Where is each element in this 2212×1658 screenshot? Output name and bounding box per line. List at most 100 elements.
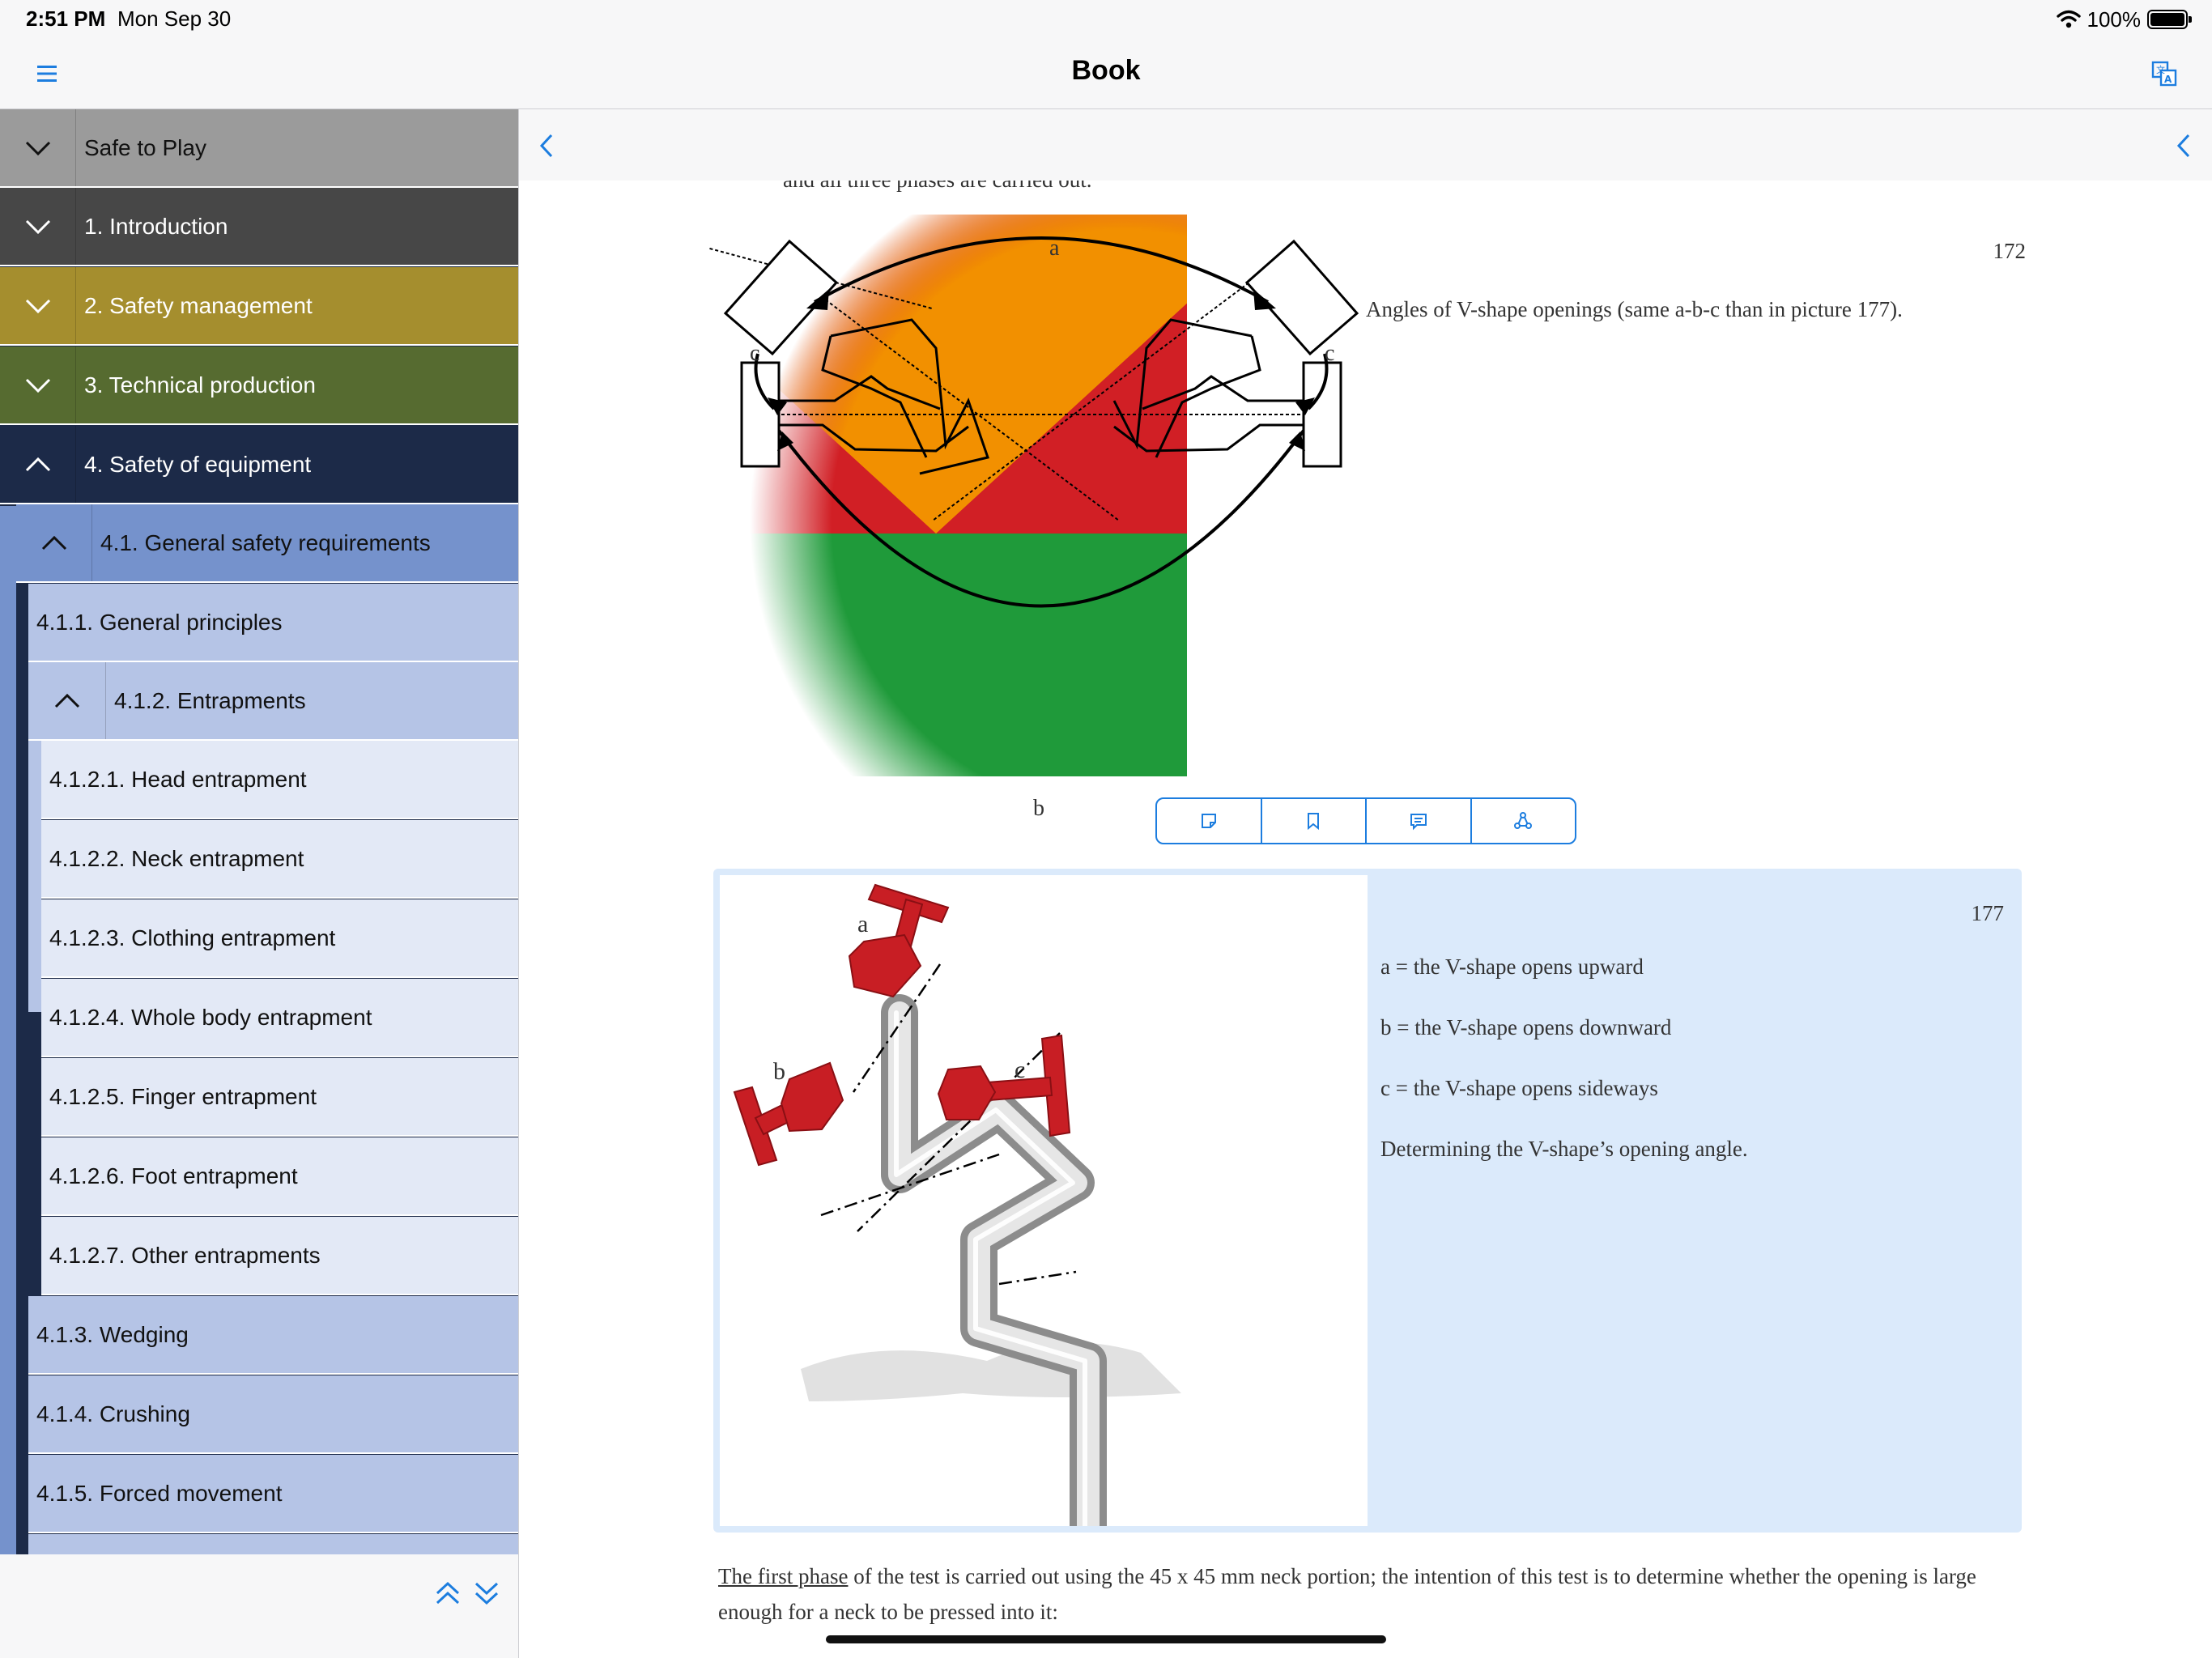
note-icon [1201, 814, 1216, 828]
body-paragraph: The first phase of the test is carried o… [718, 1558, 2046, 1630]
legend-line: Determining the V-shape’s opening angle. [1380, 1137, 1748, 1161]
share-icon [1514, 812, 1533, 829]
toc-item-label: 4.1. General safety requirements [100, 529, 431, 555]
figure-label-b: b [773, 1058, 785, 1085]
figure-label-c: c [1015, 1056, 1025, 1083]
status-bar: 2:51 PM Mon Sep 30 100% [0, 0, 2212, 39]
comment-icon [1410, 814, 1427, 831]
toc-item-whole-body-entrapment[interactable]: 4.1.2.4. Whole body entrapment [41, 979, 518, 1057]
figure-number: 172 [1993, 239, 2027, 263]
toc-indent-bar [16, 664, 28, 1554]
toc-item-forced-movement[interactable]: 4.1.5. Forced movement [28, 1455, 518, 1533]
toc-item-wedging[interactable]: 4.1.3. Wedging [28, 1296, 518, 1375]
toc-item-label: 4.1.2.2. Neck entrapment [49, 845, 304, 871]
toc-item-label: 4.1.2.1. Head entrapment [49, 766, 307, 792]
figure-label-a: a [1049, 236, 1060, 261]
legend-line: c = the V-shape opens sideways [1380, 1076, 1658, 1100]
figure-label-a: a [857, 911, 868, 937]
toc-item-foot-entrapment[interactable]: 4.1.2.6. Foot entrapment [41, 1137, 518, 1216]
toc-item-general-principles[interactable]: 4.1.1. General principles [28, 584, 518, 662]
battery-percent: 100% [2087, 6, 2142, 32]
svg-text:A: A [2164, 74, 2172, 85]
figure-label-b: b [1033, 796, 1044, 821]
toc-item-entrapments[interactable]: 4.1.2. Entrapments [28, 662, 518, 741]
status-time: 2:51 PM [26, 6, 106, 31]
toc-indent-bar [28, 664, 41, 1012]
toc-item-introduction[interactable]: 1. Introduction [0, 188, 518, 266]
toc-indent-bar [0, 506, 16, 1554]
bookmark-icon [1308, 813, 1320, 831]
toc-item-label: 4.1.2. Entrapments [114, 687, 306, 713]
translate-icon[interactable]: 文 A [2150, 60, 2178, 87]
note-button[interactable] [1157, 799, 1262, 843]
toc-item-head-entrapment[interactable]: 4.1.2.1. Head entrapment [41, 741, 518, 819]
chevron-left-icon[interactable] [2172, 132, 2197, 159]
content-toolbar [519, 109, 2212, 181]
figure-172-illustration: a c c b [709, 215, 1359, 821]
toc-item-finger-entrapment[interactable]: 4.1.2.5. Finger entrapment [41, 1058, 518, 1137]
toc-item-label: 4.1.2.3. Clothing entrapment [49, 925, 336, 950]
toc-item-neck-entrapment[interactable]: 4.1.2.2. Neck entrapment [41, 820, 518, 899]
toc-item-label: 4.1.4. Crushing [36, 1401, 190, 1426]
chevron-down-icon [25, 219, 50, 234]
figure-177-legend: a = the V-shape opens upward b = the V-s… [1380, 954, 1748, 1197]
paragraph-text: of the test is carried out using the 45 … [718, 1564, 1976, 1624]
legend-line: b = the V-shape opens downward [1380, 1015, 1672, 1039]
legend-line: a = the V-shape opens upward [1380, 954, 1644, 979]
toc-item-clothing-entrapment[interactable]: 4.1.2.3. Clothing entrapment [41, 899, 518, 978]
chevron-down-icon [25, 378, 50, 393]
bookmark-button[interactable] [1262, 799, 1367, 843]
chevron-left-icon[interactable] [535, 132, 559, 159]
toc-item-label: 4.1.2.7. Other entrapments [49, 1242, 321, 1268]
navigation-bar: Book 文 A [0, 39, 2212, 109]
toc-item-safety-of-equipment[interactable]: 4. Safety of equipment [0, 426, 518, 504]
table-of-contents: Safe to Play 1. Introduction 2. Safety m… [0, 109, 518, 1554]
status-date: Mon Sep 30 [117, 6, 232, 31]
toc-item-safe-to-play[interactable]: Safe to Play [0, 109, 518, 188]
menu-icon[interactable] [34, 62, 60, 86]
figure-177-block: a b c 177 a = the V-shape opens upward b… [713, 869, 2022, 1558]
comment-button[interactable] [1367, 799, 1472, 843]
share-button[interactable] [1472, 799, 1576, 843]
double-chevron-down-icon[interactable] [472, 1579, 501, 1608]
sidebar-footer [0, 1554, 518, 1658]
book-content: and all three phases are carried out. [518, 109, 2212, 1658]
figure-caption: Angles of V-shape openings (same a-b-c t… [1366, 297, 1903, 321]
annotation-toolbar [1155, 797, 1576, 844]
svg-text:文: 文 [2156, 64, 2165, 75]
figure-177-illustration: a b c [733, 883, 1181, 1558]
toc-item-crushing[interactable]: 4.1.4. Crushing [28, 1375, 518, 1454]
page-title: Book [1071, 55, 1141, 86]
glossary-link[interactable]: The first phase [718, 1564, 849, 1588]
toc-item-safety-management[interactable]: 2. Safety management [0, 267, 518, 346]
double-chevron-up-icon[interactable] [433, 1579, 462, 1608]
chevron-down-icon [25, 299, 50, 313]
toc-item-technical-production[interactable]: 3. Technical production [0, 346, 518, 425]
figure-number: 177 [1971, 901, 2005, 925]
chevron-up-icon [41, 535, 66, 550]
toc-item-label: 4.1.1. General principles [36, 609, 283, 635]
home-indicator[interactable] [826, 1635, 1386, 1643]
toc-item-label: Safe to Play [84, 134, 206, 160]
toc-item-label: 4.1.5. Forced movement [36, 1480, 283, 1506]
figure-177-image-frame: a b c [720, 875, 1368, 1558]
battery-icon [2147, 10, 2192, 29]
toc-item-label: 4.1.2.4. Whole body entrapment [49, 1004, 372, 1030]
figure-label-c: c [750, 341, 759, 366]
toc-item-general-safety-requirements[interactable]: 4.1. General safety requirements [16, 504, 518, 583]
figure-label-c: c [1325, 341, 1334, 366]
toc-item-label: 2. Safety management [84, 292, 313, 318]
status-indicators: 100% [2056, 5, 2192, 34]
chevron-up-icon [54, 693, 79, 708]
toc-item-other-entrapments[interactable]: 4.1.2.7. Other entrapments [41, 1217, 518, 1295]
toc-item-label: 4.1.3. Wedging [36, 1321, 189, 1347]
wifi-icon [2056, 10, 2081, 28]
toc-item-label: 3. Technical production [84, 372, 316, 397]
toc-item-label: 4.1.2.5. Finger entrapment [49, 1083, 317, 1109]
toc-item-label: 4. Safety of equipment [84, 451, 312, 477]
toc-item-label: 4.1.2.6. Foot entrapment [49, 1163, 298, 1188]
chevron-up-icon [25, 457, 50, 471]
toc-item-label: 1. Introduction [84, 213, 228, 239]
chevron-down-icon [25, 141, 50, 155]
toc-item-partial [28, 1534, 518, 1554]
